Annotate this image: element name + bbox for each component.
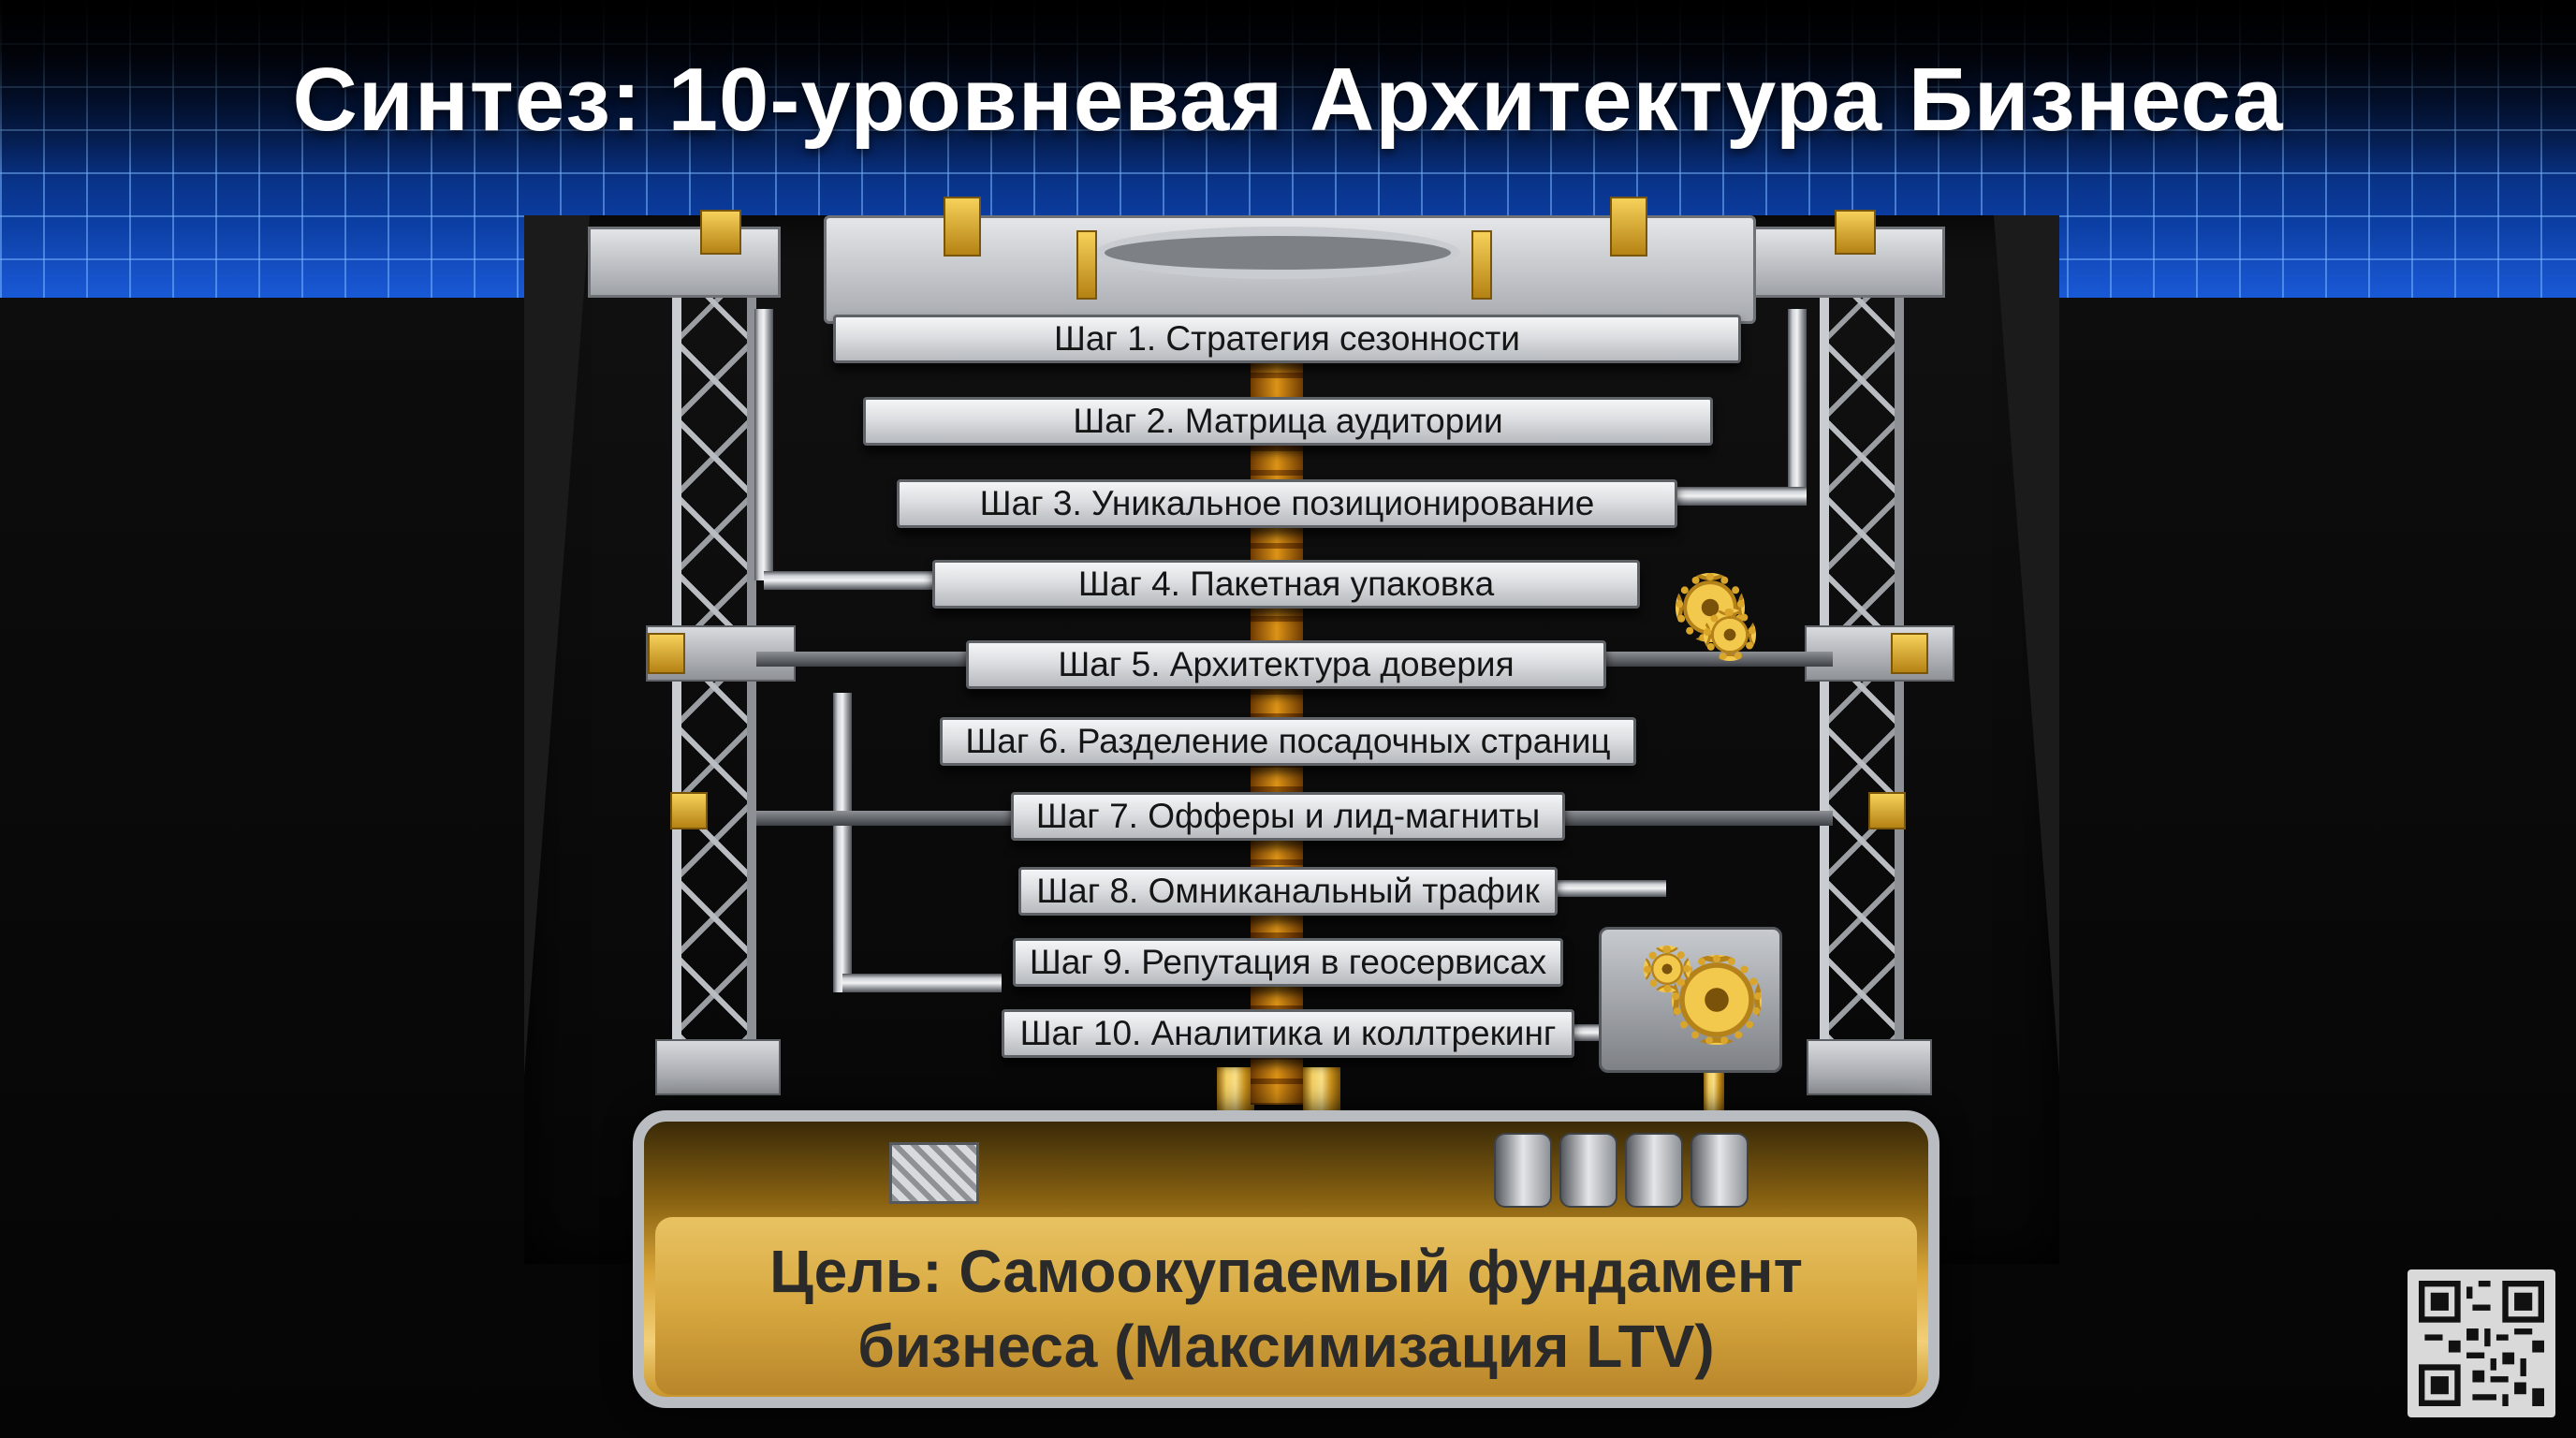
right-tower-base [1807,1039,1932,1095]
pit-wall-left [524,215,590,1077]
top-gold-post-left [944,197,981,257]
tank-cylinder-2 [1559,1133,1617,1208]
machine-gear-icon-small [1644,946,1690,992]
level-10-label: Шаг 10. Аналитика и коллтрекинг [1019,1014,1557,1052]
level-6-label: Шаг 6. Разделение посадочных страниц [965,722,1611,760]
left-tower-gold-cap [700,210,741,255]
level-3-label: Шаг 3. Уникальное позиционирование [979,484,1595,522]
level-1-plate: Шаг 1. Стратегия сезонности [833,315,1741,363]
right-tower-gold-cap [1835,210,1876,255]
left-steel-pipe-2 [833,693,852,992]
gear-icon-small [1704,609,1756,661]
goal-line-1: Цель: Самоокупаемый фундамент [769,1238,1803,1305]
level-1-label: Шаг 1. Стратегия сезонности [1054,319,1520,358]
page-title: Синтез: 10-уровневая Архитектура Бизнеса [292,50,2284,150]
left-gold-bracket-2 [670,792,708,829]
level-2-label: Шаг 2. Матрица аудитории [1073,402,1503,440]
tank-hatch [889,1142,979,1204]
foundation-goal: Цель: Самоокупаемый фундамент бизнеса (М… [637,1234,1936,1384]
left-side-deck [588,227,781,298]
right-steel-pipe-h [1676,487,1807,506]
level-9-label: Шаг 9. Репутация в геосервисах [1029,943,1547,981]
top-bracket-right [1471,230,1492,300]
right-gold-bracket [1891,633,1928,674]
level-5-plate: Шаг 5. Архитектура доверия [966,640,1606,689]
level-3-plate: Шаг 3. Уникальное позиционирование [897,479,1677,528]
level-6-plate: Шаг 6. Разделение посадочных страниц [940,717,1636,766]
pit-wall-right [1994,215,2059,1077]
right-steel-pipe [1788,309,1807,506]
level-9-plate: Шаг 9. Репутация в геосервисах [1013,938,1563,987]
left-steel-pipe-2h [842,974,1002,992]
level-4-label: Шаг 4. Пакетная упаковка [1077,565,1495,603]
top-bracket-left [1076,230,1097,300]
left-steel-pipe [754,309,773,580]
right-gold-bracket-2 [1868,792,1906,829]
machine-gear-icon [1672,955,1762,1045]
qr-code[interactable] [2408,1269,2555,1417]
level-8-plate: Шаг 8. Омниканальный трафик [1018,867,1558,916]
level-5-label: Шаг 5. Архитектура доверия [1058,645,1515,683]
tank-cylinder-1 [1494,1133,1552,1208]
level-10-plate: Шаг 10. Аналитика и коллтрекинг [1002,1009,1574,1058]
goal-line-2: бизнеса (Максимизация LTV) [857,1313,1715,1380]
right-steel-pipe-3 [1535,880,1666,897]
level-7-plate: Шаг 7. Офферы и лид-магниты [1011,792,1565,841]
qr-code-icon [2419,1281,2544,1406]
foundation-panel [655,1217,1917,1395]
level-8-label: Шаг 8. Омниканальный трафик [1036,872,1540,910]
top-ring [1095,227,1460,279]
level-7-label: Шаг 7. Офферы и лид-магниты [1035,797,1541,835]
left-steel-pipe-h [764,571,932,590]
tank-cylinder-4 [1690,1133,1749,1208]
level-2-plate: Шаг 2. Матрица аудитории [863,397,1713,446]
left-tower-base [655,1039,781,1095]
top-gold-post-right [1610,197,1647,257]
level-4-plate: Шаг 4. Пакетная упаковка [932,560,1640,609]
left-gold-bracket [648,633,685,674]
tank-cylinder-3 [1625,1133,1683,1208]
